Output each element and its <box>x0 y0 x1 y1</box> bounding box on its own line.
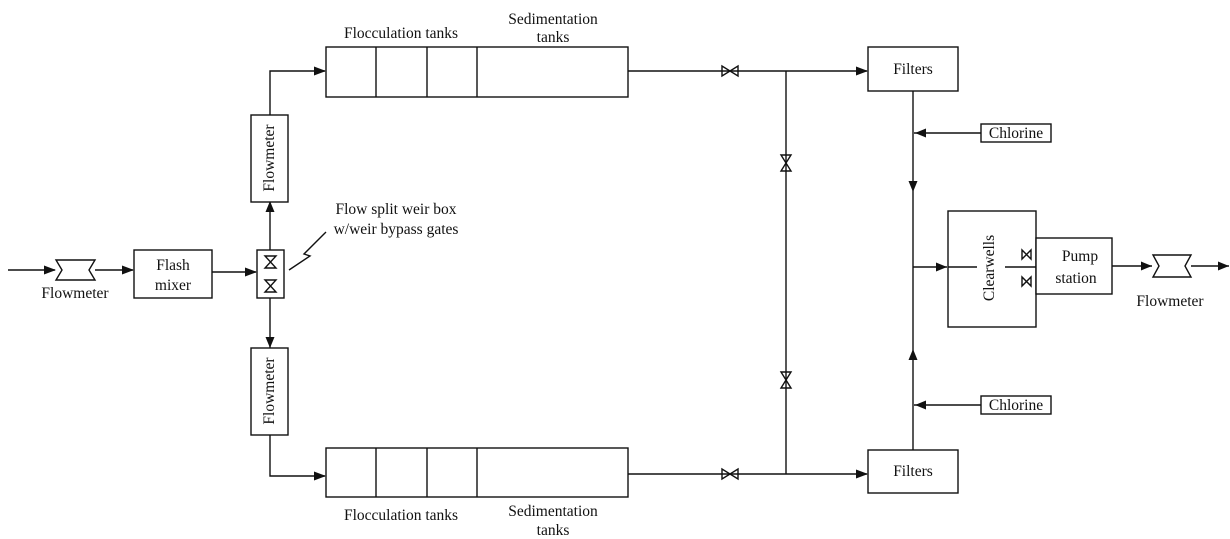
weir-box <box>256 249 285 299</box>
weir-gate-valve-bottom <box>263 279 278 293</box>
inlet-line <box>8 265 56 275</box>
floc-bottom-label: Flocculation tanks <box>344 507 458 524</box>
flowmeter-bottom-label: Flowmeter <box>261 357 278 425</box>
flowmeter-in-label: Flowmeter <box>41 285 109 302</box>
flowmeter-top-label: Flowmeter <box>261 124 278 192</box>
flowmeter-out-label: Flowmeter <box>1136 293 1204 310</box>
flowmeter-out-symbol <box>1151 254 1193 278</box>
weir-to-bottom-flowmeter-line <box>265 298 275 348</box>
filter-top-effluent-line <box>908 91 918 270</box>
pump-valve-top <box>1021 248 1032 261</box>
weir-gate-valve-top <box>263 255 278 269</box>
filter-bottom-effluent-line <box>908 270 918 450</box>
chlorine-bottom-label: Chlorine <box>989 397 1043 414</box>
header-to-clearwell-line <box>913 262 947 272</box>
top-floc-sed-tanks <box>325 46 629 98</box>
sed-top-label-1: Sedimentation <box>508 11 598 28</box>
clearwells-box <box>947 210 1037 328</box>
sed-bottom-label-2: tanks <box>537 522 570 539</box>
weir-box-leader-line <box>288 231 327 271</box>
top-outlet-valve <box>721 64 739 78</box>
cross-connection-valve-bottom <box>779 371 793 389</box>
pump-station-label-1: Pump <box>1062 248 1098 265</box>
flowmeter-to-mixer-line <box>95 265 134 275</box>
chlorine-bottom-box <box>980 395 1052 415</box>
chlorine-bottom-feed-line <box>914 400 981 410</box>
flash-mixer-label-1: Flash <box>156 257 190 274</box>
top-sed-outlet-line <box>628 66 868 76</box>
bottom-sed-outlet-line <box>628 469 868 479</box>
bottom-floc-sed-tanks <box>325 447 629 498</box>
outlet-line <box>1191 261 1229 271</box>
weir-to-top-flowmeter-line <box>265 201 275 250</box>
flash-mixer-box <box>133 249 213 299</box>
bottom-outlet-valve <box>721 467 739 481</box>
bottom-flowmeter-to-floc-line <box>269 435 326 481</box>
sed-top-label-2: tanks <box>537 29 570 46</box>
chlorine-top-feed-line <box>914 128 981 138</box>
chlorine-top-label: Chlorine <box>989 125 1043 142</box>
floc-top-label: Flocculation tanks <box>344 25 458 42</box>
pump-station-label-2: station <box>1055 270 1097 287</box>
pump-outlet-line <box>1112 261 1152 271</box>
pump-station-box <box>1035 237 1113 295</box>
sed-bottom-label-1: Sedimentation <box>508 503 598 520</box>
cross-connection-valve-top <box>779 154 793 172</box>
weir-box-label-2: w/weir bypass gates <box>334 221 459 238</box>
flowmeter-in-symbol <box>54 259 97 281</box>
filters-top-box <box>867 46 959 92</box>
flowmeter-bottom-box <box>250 347 289 436</box>
chlorine-top-box <box>980 123 1052 143</box>
filters-top-label: Filters <box>893 61 933 78</box>
flash-mixer-label-2: mixer <box>155 277 192 294</box>
clearwells-label: Clearwells <box>981 235 998 301</box>
top-flowmeter-to-floc-line <box>269 66 326 115</box>
filters-bottom-label: Filters <box>893 463 933 480</box>
flowmeter-top-box <box>250 114 289 203</box>
weir-box-label-1: Flow split weir box <box>336 201 457 218</box>
pump-valve-bottom <box>1021 275 1032 288</box>
filters-bottom-box <box>867 449 959 494</box>
mixer-to-weir-line <box>212 267 257 277</box>
